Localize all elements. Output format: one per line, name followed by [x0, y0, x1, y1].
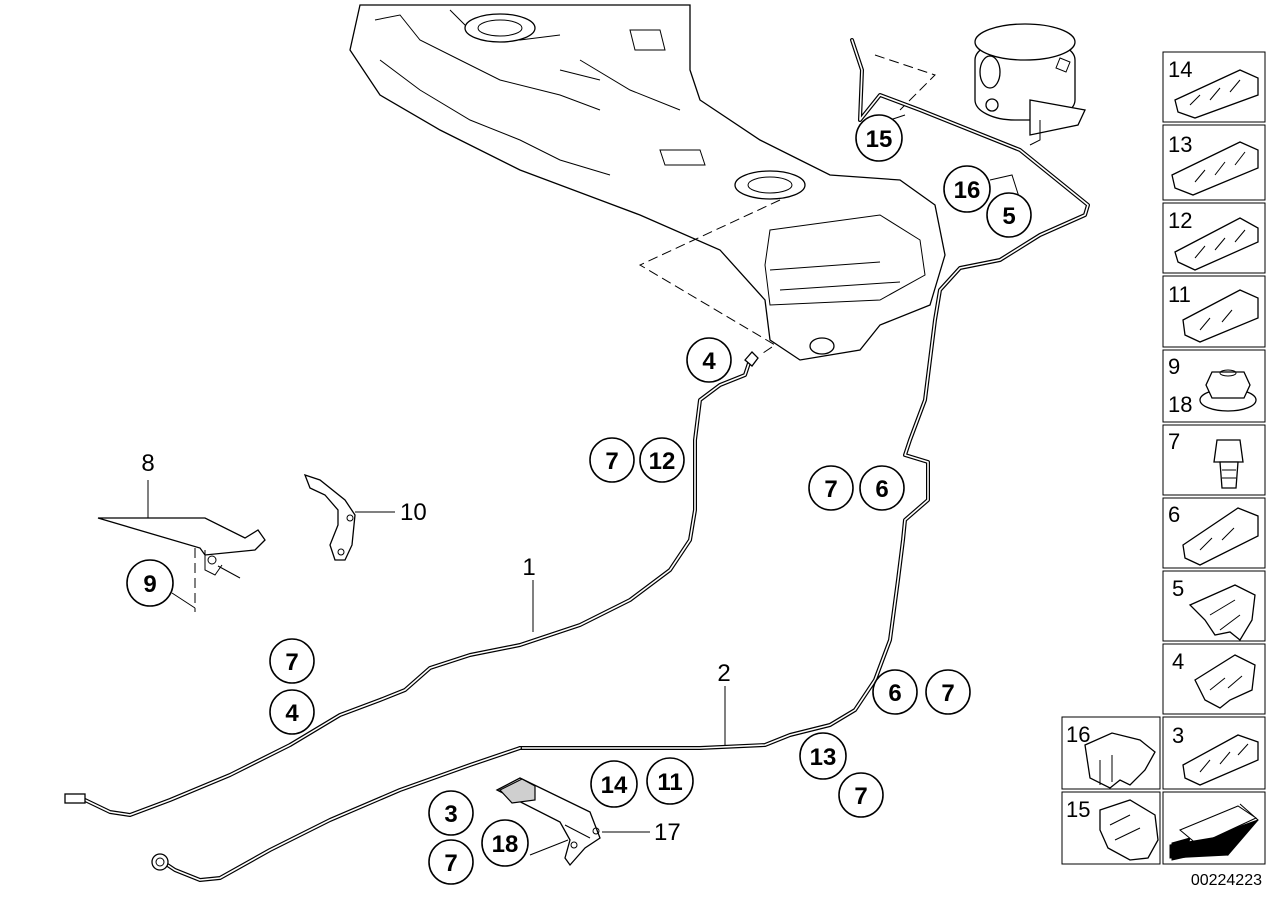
legend-number: 7	[1168, 429, 1180, 454]
callout-label: 5	[1002, 203, 1015, 230]
callout-label: 12	[649, 448, 676, 475]
callout-5: 5	[986, 192, 1032, 238]
legend-number: 18	[1168, 392, 1192, 417]
clip-4-icon	[1194, 654, 1256, 709]
clip-15-icon	[1099, 799, 1159, 861]
callout-7-d: 7	[925, 669, 971, 715]
callout-7-a: 7	[589, 437, 635, 483]
callout-label: 16	[954, 177, 981, 204]
legend-cell-14: 14	[1162, 51, 1266, 123]
callout-label: 4	[285, 700, 299, 727]
legend-left-column: 16 15	[1061, 716, 1161, 865]
canister-leader-dash	[874, 54, 936, 111]
legend-cell-9-18: 9 18	[1162, 349, 1266, 423]
legend-number: 14	[1168, 57, 1192, 82]
fuel-line-1	[64, 358, 752, 817]
callout-4-b: 4	[269, 689, 315, 735]
part-label-2: 2	[717, 660, 730, 687]
legend-cell-6: 6	[1162, 497, 1266, 569]
tank-leader-dash	[638, 199, 781, 356]
clip-5-icon	[1188, 584, 1256, 641]
callout-4-top: 4	[686, 337, 732, 383]
bolt-head-icon	[1213, 439, 1244, 463]
callout-6-b: 6	[872, 669, 918, 715]
legend-cell-5: 5	[1162, 570, 1266, 642]
vent-line-upper	[518, 38, 1090, 750]
carbon-canister	[974, 23, 1086, 146]
callout-label: 14	[601, 772, 628, 799]
legend-number: 16	[1066, 722, 1090, 747]
part-label-8: 8	[141, 450, 154, 477]
legend-number: 15	[1066, 797, 1090, 822]
fuel-line-2	[151, 746, 522, 882]
leader-16	[989, 174, 1021, 201]
part-label-1: 1	[522, 554, 535, 581]
callout-label: 7	[941, 680, 954, 707]
callout-label: 4	[702, 348, 716, 375]
callout-label: 7	[444, 850, 457, 877]
legend-cell-16: 16	[1061, 716, 1161, 790]
callout-9: 9	[126, 559, 174, 607]
callout-label: 13	[810, 744, 837, 771]
nut-icon	[1205, 371, 1251, 399]
bracket-17	[495, 777, 650, 867]
clip-13-icon	[1171, 141, 1259, 196]
callout-label: 6	[875, 476, 888, 503]
clip-6-icon	[1182, 507, 1259, 566]
legend-number: 3	[1172, 723, 1184, 748]
bracket-8	[97, 480, 266, 612]
legend-cell-11: 11	[1162, 275, 1266, 348]
document-id: 00224223	[1191, 872, 1262, 889]
fuel-tank	[349, 4, 946, 361]
callout-label: 18	[492, 831, 519, 858]
legend-number: 12	[1168, 208, 1192, 233]
legend-cell-4: 4	[1162, 643, 1266, 715]
bolt-shank-icon	[1219, 461, 1239, 489]
callout-label: 7	[285, 649, 298, 676]
callout-label: 15	[866, 126, 893, 153]
legend-number: 6	[1168, 502, 1180, 527]
legend-cell-3: 3	[1162, 716, 1266, 790]
legend-right-column: 14 13 12 11 9 18	[1162, 51, 1266, 865]
part-label-17: 17	[654, 819, 681, 846]
callout-7-f: 7	[428, 839, 474, 885]
legend-cell-arrow	[1162, 791, 1266, 865]
callout-12: 12	[639, 437, 685, 483]
part-label-10: 10	[400, 499, 427, 526]
callout-14: 14	[590, 760, 638, 808]
connector-top	[744, 351, 759, 367]
legend-cell-12: 12	[1162, 202, 1266, 274]
callout-18: 18	[481, 819, 529, 867]
callout-label: 6	[888, 680, 901, 707]
legend-cell-7: 7	[1162, 424, 1266, 496]
callout-6-a: 6	[859, 465, 905, 511]
clip-14-icon	[1174, 69, 1259, 119]
callout-label: 11	[657, 769, 682, 796]
legend-number: 9	[1168, 354, 1180, 379]
legend-number: 13	[1168, 132, 1192, 157]
callout-16: 16	[943, 165, 991, 213]
legend-number: 11	[1168, 282, 1191, 307]
bracket-10	[303, 473, 395, 561]
callout-13: 13	[799, 732, 847, 780]
legend-number: 5	[1172, 576, 1184, 601]
callout-label: 7	[605, 448, 618, 475]
callout-7-e: 7	[838, 772, 884, 818]
clip-11-icon	[1182, 289, 1259, 343]
callout-7-c: 7	[269, 638, 315, 684]
clip-3-icon	[1182, 734, 1259, 786]
callout-label: 7	[824, 476, 837, 503]
legend-cell-13: 13	[1162, 124, 1266, 201]
callout-11: 11	[646, 757, 694, 805]
callout-label: 3	[444, 801, 457, 828]
callout-3: 3	[428, 790, 474, 836]
callout-label: 7	[854, 783, 867, 810]
callout-7-b: 7	[808, 465, 854, 511]
legend-number: 4	[1172, 649, 1184, 674]
callout-label: 9	[143, 571, 156, 598]
legend-cell-15: 15	[1061, 791, 1161, 865]
callout-15: 15	[855, 114, 903, 162]
